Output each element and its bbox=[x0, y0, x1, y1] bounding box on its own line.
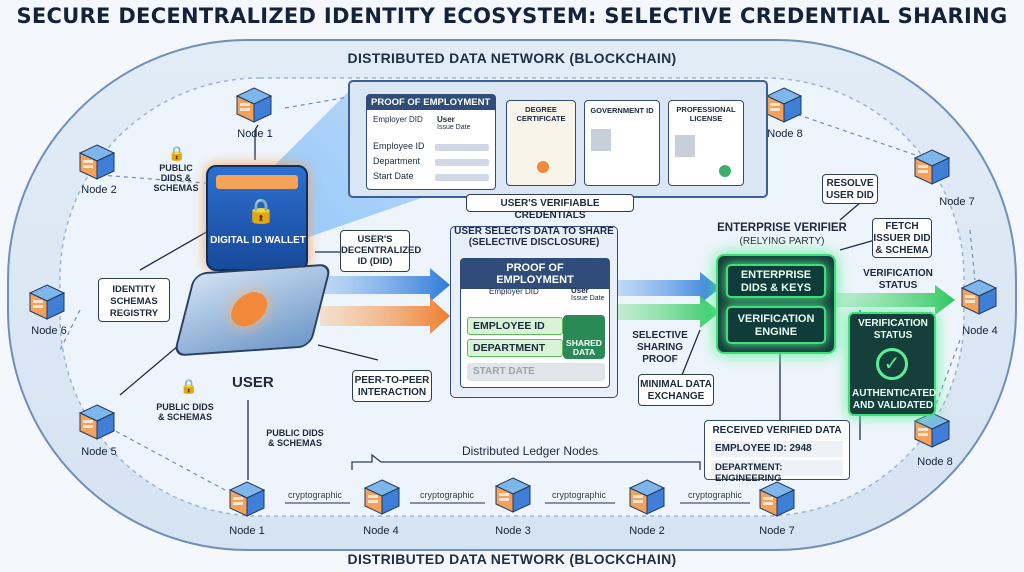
user-label: USER bbox=[232, 374, 274, 391]
node-label-7-right: Node 7 bbox=[939, 196, 975, 208]
issue-date-label: Issue Date bbox=[571, 295, 605, 302]
user-avatar-icon bbox=[227, 291, 271, 328]
crypto-label-1: cryptographic bbox=[288, 490, 343, 500]
node-label-6: Node 6 bbox=[31, 325, 67, 337]
portrait-icon bbox=[591, 129, 611, 151]
enterprise-dids-keys[interactable]: ENTERPRISE DIDs & KEYS bbox=[726, 264, 826, 298]
government-id-label: GOVERNMENT ID bbox=[590, 106, 654, 115]
credential-field: Employee ID bbox=[373, 141, 425, 151]
degree-certificate-card[interactable]: DEGREE CERTIFICATE bbox=[506, 100, 576, 186]
network-label-top: DISTRIBUTED DATA NETWORK (BLOCKCHAIN) bbox=[347, 50, 677, 66]
crypto-label-2: cryptographic bbox=[420, 490, 475, 500]
hidden-row-start-date: START DATE bbox=[467, 363, 605, 381]
received-employee-id: EMPLOYEE ID: 2948 bbox=[711, 441, 843, 457]
node-label-bottom-2: Node 2 bbox=[629, 525, 665, 537]
shared-row-department[interactable]: DEPARTMENT bbox=[467, 339, 563, 357]
shared-row-employee-id[interactable]: EMPLOYEE ID bbox=[467, 317, 563, 335]
selective-proof-card[interactable]: PROOF OF EMPLOYMENT Employer DID User Is… bbox=[460, 258, 610, 388]
node-label-4-right: Node 4 bbox=[962, 325, 998, 337]
verifier-title: ENTERPRISE VERIFIER bbox=[717, 222, 847, 234]
credential-field: Start Date bbox=[373, 171, 414, 181]
node-label-1-top: Node 1 bbox=[237, 128, 273, 140]
professional-license-label: PROFESSIONAL LICENSE bbox=[676, 105, 736, 123]
p2p-interaction-callout: PEER-TO-PEER INTERACTION bbox=[352, 370, 432, 402]
user-issue-label: User bbox=[437, 115, 455, 124]
node-label-bottom-1: Node 1 bbox=[229, 525, 265, 537]
issue-date-label: Issue Date bbox=[437, 124, 471, 131]
credential-field: Department bbox=[373, 156, 421, 166]
proof-card-title: PROOF OF EMPLOYMENT bbox=[367, 95, 495, 110]
node-label-bottom-7: Node 7 bbox=[759, 525, 795, 537]
identity-schemas-registry: IDENTITY SCHEMAS REGISTRY bbox=[98, 278, 170, 322]
received-department: DEPARTMENT: ENGINEERING bbox=[711, 460, 843, 484]
seal-icon bbox=[537, 161, 549, 173]
seal-icon bbox=[719, 165, 731, 177]
user-label-small: User bbox=[571, 286, 589, 295]
node-label-8-top: Node 8 bbox=[767, 128, 803, 140]
minimal-data-exchange-callout: MINIMAL DATA EXCHANGE bbox=[638, 374, 714, 406]
lock-icon: 🔒 bbox=[180, 378, 198, 394]
employer-did-label: Employer DID bbox=[489, 287, 539, 296]
node-label-8-right: Node 8 bbox=[917, 456, 953, 468]
resolve-user-did-callout: RESOLVE USER DID bbox=[822, 174, 878, 204]
node-label-bottom-3: Node 3 bbox=[495, 525, 531, 537]
did-callout: USER'S DECENTRALIZED ID (DID) bbox=[340, 230, 421, 272]
checkmark-icon: ✓ bbox=[876, 348, 908, 380]
selective-disclosure-header: USER SELECTS DATA TO SHARE (SELECTIVE DI… bbox=[454, 226, 614, 248]
verification-status-title: VERIFICATION STATUS bbox=[858, 318, 928, 341]
verification-status-panel: VERIFICATION STATUS ✓ AUTHENTICATED AND … bbox=[848, 312, 936, 416]
padlock-icon: 🔒 bbox=[246, 198, 276, 225]
node-label-5: Node 5 bbox=[81, 446, 117, 458]
proof-of-employment-card[interactable]: PROOF OF EMPLOYMENT Employer DID User Is… bbox=[366, 94, 496, 190]
fetch-issuer-callout: FETCH ISSUER DID & SCHEMA bbox=[872, 218, 932, 258]
public-dids-label-2: PUBLIC DIDs & SCHEMAS bbox=[156, 402, 214, 422]
diagram-title: SECURE DECENTRALIZED IDENTITY ECOSYSTEM:… bbox=[16, 4, 1008, 28]
verifier-subtitle: (RELYING PARTY) bbox=[739, 236, 825, 247]
ledger-label: Distributed Ledger Nodes bbox=[461, 444, 599, 458]
network-label-bottom: DISTRIBUTED DATA NETWORK (BLOCKCHAIN) bbox=[347, 551, 677, 567]
node-label-2: Node 2 bbox=[81, 184, 117, 196]
crypto-label-3: cryptographic bbox=[552, 490, 607, 500]
node-label-bottom-4: Node 4 bbox=[363, 525, 399, 537]
user-smartphone bbox=[172, 263, 333, 357]
degree-certificate-label: DEGREE CERTIFICATE bbox=[516, 105, 566, 123]
verification-status-caption: VERIFICATION STATUS bbox=[863, 268, 933, 291]
lock-icon: 🔒 bbox=[168, 145, 186, 161]
received-verified-data: RECEIVED VERIFIED DATA EMPLOYEE ID: 2948… bbox=[704, 420, 850, 484]
verification-engine[interactable]: VERIFICATION ENGINE bbox=[726, 306, 826, 344]
verification-result: AUTHENTICATED AND VALIDATED bbox=[852, 388, 937, 411]
received-title: RECEIVED VERIFIED DATA bbox=[712, 425, 842, 436]
employer-did-label: Employer DID bbox=[373, 115, 423, 124]
wallet-label: DIGITAL ID WALLET bbox=[210, 235, 306, 246]
public-dids-label-3: PUBLIC DIDs & SCHEMAS bbox=[266, 428, 324, 448]
selective-sharing-proof-label: SELECTIVE SHARING PROOF bbox=[632, 330, 688, 365]
portrait-icon bbox=[675, 135, 695, 157]
shared-data-badge: SHARED DATA bbox=[563, 315, 605, 359]
digital-id-wallet[interactable]: 🔒 DIGITAL ID WALLET bbox=[206, 165, 308, 271]
verifiable-credentials-caption: USER'S VERIFIABLE CREDENTIALS bbox=[466, 194, 634, 221]
government-id-card[interactable]: GOVERNMENT ID bbox=[584, 100, 660, 186]
professional-license-card[interactable]: PROFESSIONAL LICENSE bbox=[668, 100, 744, 186]
public-dids-label-1: PUBLIC DIDs & SCHEMAS bbox=[153, 163, 199, 193]
selective-card-title: PROOF OF EMPLOYMENT bbox=[461, 259, 609, 289]
crypto-label-4: cryptographic bbox=[688, 490, 743, 500]
